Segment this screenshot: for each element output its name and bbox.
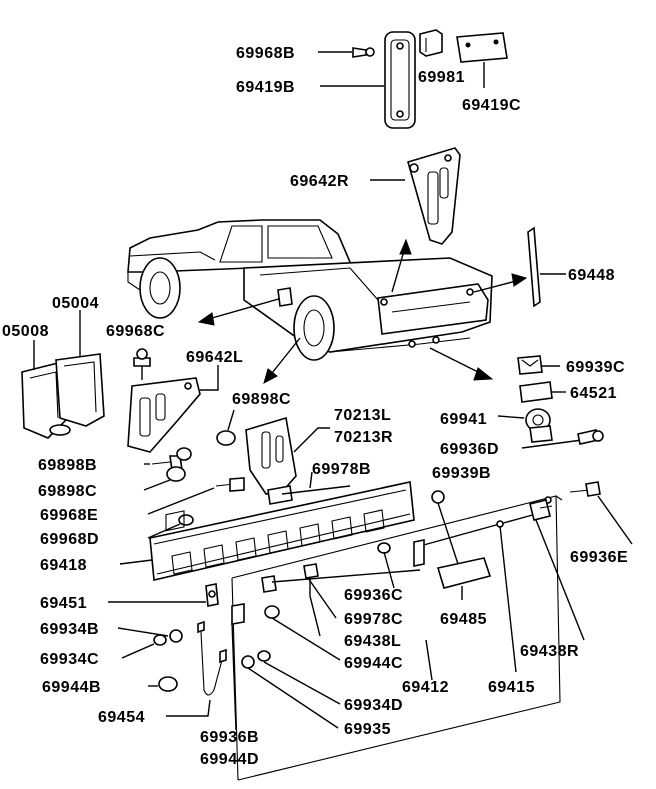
bolt-69898c-lower xyxy=(143,466,186,491)
pad-69419c xyxy=(456,32,508,88)
label-69941: 69941 xyxy=(440,411,487,428)
screw-69936d xyxy=(521,429,604,449)
label-69934b: 69934B xyxy=(40,621,99,638)
screw-69968e xyxy=(147,477,245,515)
rod-69978c xyxy=(271,563,421,619)
label-69934d: 69934D xyxy=(344,697,403,714)
bracket-69642r xyxy=(370,147,461,245)
clip-69981 xyxy=(419,29,443,57)
label-69968c: 69968C xyxy=(106,323,165,340)
screw-69968c xyxy=(133,348,151,380)
bolt-69944b xyxy=(148,676,178,692)
bracket-70213 xyxy=(245,416,330,505)
mud-guard-05008 xyxy=(21,340,71,439)
label-69419c: 69419C xyxy=(462,97,521,114)
label-69454: 69454 xyxy=(98,709,145,726)
label-69642r: 69642R xyxy=(290,173,349,190)
label-64521: 64521 xyxy=(570,385,617,402)
washer-69934c xyxy=(121,634,167,659)
label-69485: 69485 xyxy=(440,611,487,628)
label-69936e: 69936E xyxy=(570,549,628,566)
washer-69934b xyxy=(117,627,183,643)
trim-panel-69418 xyxy=(119,481,415,581)
label-69438l: 69438L xyxy=(344,633,401,650)
label-69438r: 69438R xyxy=(520,643,579,660)
label-69448: 69448 xyxy=(568,267,615,284)
label-69968e: 69968E xyxy=(40,507,98,524)
label-70213r: 70213R xyxy=(334,429,393,446)
label-69412: 69412 xyxy=(402,679,449,696)
block-64521 xyxy=(519,381,566,403)
label-69944d: 69944D xyxy=(200,751,259,768)
label-69968b-top: 69968B xyxy=(236,45,295,62)
pad-69419b xyxy=(320,31,416,129)
screw-69968b-top xyxy=(318,47,375,58)
bolt-69898c-upper xyxy=(216,409,236,446)
label-69418: 69418 xyxy=(40,557,87,574)
label-69939b: 69939B xyxy=(432,465,491,482)
truck-illustration xyxy=(127,219,528,385)
latch-69438r xyxy=(529,499,585,641)
handle-69485 xyxy=(436,557,492,600)
clip-69936c xyxy=(377,542,395,589)
hinge-bracket xyxy=(231,603,245,625)
bolt-69898b xyxy=(144,447,192,471)
label-69936b: 69936B xyxy=(200,729,259,746)
label-69898c-mid: 69898C xyxy=(38,483,97,500)
label-05008: 05008 xyxy=(2,323,49,340)
label-69415: 69415 xyxy=(488,679,535,696)
hinge-69451 xyxy=(108,583,219,607)
weatherstrip-69448 xyxy=(527,226,566,308)
label-69944b: 69944B xyxy=(42,679,101,696)
clip-69939b xyxy=(431,490,459,565)
label-69968d: 69968D xyxy=(40,531,99,548)
label-69898c-top: 69898C xyxy=(232,391,291,408)
label-69419b: 69419B xyxy=(236,79,295,96)
label-69936c: 69936C xyxy=(344,587,403,604)
label-05004: 05004 xyxy=(52,295,99,312)
label-69935: 69935 xyxy=(344,721,391,738)
label-69978c: 69978C xyxy=(344,611,403,628)
screw-69936e xyxy=(569,481,633,545)
label-69898b: 69898B xyxy=(38,457,97,474)
label-69978b: 69978B xyxy=(312,461,371,478)
clip-69939c xyxy=(517,355,560,375)
label-69936d: 69936D xyxy=(440,441,499,458)
label-70213l: 70213L xyxy=(334,407,391,424)
rod-69415 xyxy=(419,513,537,673)
label-69981: 69981 xyxy=(418,69,465,86)
label-69944c: 69944C xyxy=(344,655,403,672)
label-69642l: 69642L xyxy=(186,349,243,366)
leader-69936b-69944d xyxy=(231,621,237,731)
washer-69934d xyxy=(257,650,341,705)
cable-69454 xyxy=(166,620,227,717)
lever-center xyxy=(413,539,425,567)
label-69451: 69451 xyxy=(40,595,87,612)
label-69934c: 69934C xyxy=(40,651,99,668)
clip-69944c xyxy=(264,605,341,661)
washer-69935 xyxy=(241,655,339,729)
hinge-69941 xyxy=(497,408,553,443)
top-parts-group xyxy=(318,29,508,129)
label-69939c: 69939C xyxy=(566,359,625,376)
screw-69968d xyxy=(147,514,194,539)
rod-69978b xyxy=(281,471,351,495)
bracket-69642l xyxy=(127,365,219,453)
mud-guard-05004 xyxy=(55,310,105,427)
